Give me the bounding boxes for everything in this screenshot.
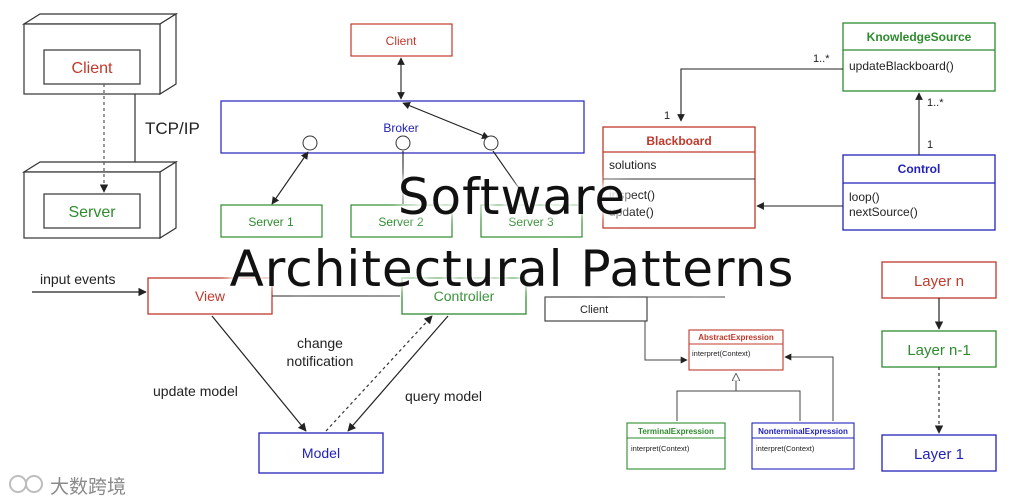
server2-label: Server 2 (378, 215, 424, 229)
view-box (147, 277, 273, 315)
knowledge-source-method: updateBlackboard() (849, 59, 954, 73)
port-2-icon (395, 135, 411, 151)
server3-box (480, 204, 583, 238)
model-label: Model (302, 445, 340, 461)
controller-box (401, 277, 527, 315)
query-model-arrow (347, 315, 449, 432)
blackboard-name: Blackboard (646, 134, 711, 148)
query-model-label: query model (405, 388, 482, 404)
port-3-icon (483, 135, 499, 151)
broker-internal-route-arrow (402, 102, 490, 139)
title-architectural-patterns: Architectural Patterns (229, 240, 795, 298)
model-box (258, 432, 384, 474)
layer-n1-label: Layer n-1 (907, 342, 970, 359)
control-top-multiplicity: 1..* (927, 97, 944, 109)
blackboard-pattern: KnowledgeSource updateBlackboard() 1..* … (602, 22, 996, 231)
nonterminal-expression-class: NonterminalExpression interpret(Context) (751, 422, 855, 470)
abstract-expression-class: AbstractExpression interpret(Context) (688, 329, 784, 371)
server3-port-link (492, 150, 531, 205)
abstract-expression-method: interpret(Context) (692, 349, 751, 358)
client-to-abstract-arrow (644, 321, 688, 364)
control-name: Control (898, 162, 941, 176)
change-notification-arrow (325, 315, 433, 432)
knowledge-source-class: KnowledgeSource updateBlackboard() (842, 22, 996, 92)
blackboard-method-1: inspect() (609, 188, 655, 202)
nonterminal-aggregation-arrow (784, 353, 834, 421)
port-1-icon (302, 135, 318, 151)
blackboard-attr: solutions (609, 158, 656, 172)
broker-client-box (350, 23, 453, 57)
title-software: Software (397, 168, 627, 226)
broker-client-label: Client (386, 34, 417, 48)
client-label: Client (72, 60, 113, 77)
terminal-expression-method: interpret(Context) (631, 444, 690, 453)
nonterminal-expression-method: interpret(Context) (756, 444, 815, 453)
ks-to-blackboard-arrow (677, 68, 843, 122)
interpreter-pattern: Client AbstractExpression interpret(Cont… (544, 296, 855, 470)
knowledge-source-name: KnowledgeSource (867, 30, 972, 44)
server1-port-arrow (271, 151, 309, 205)
layers-pattern: Layer n Layer n-1 Layer 1 (881, 261, 997, 472)
input-events-label: input events (40, 271, 116, 287)
bb-multiplicity: 1 (664, 110, 670, 122)
controller-label: Controller (434, 288, 495, 304)
layer-1-box (881, 434, 997, 472)
server3-label: Server 3 (508, 215, 554, 229)
interp-client-label: Client (580, 304, 608, 316)
view-label: View (195, 288, 226, 304)
layer-n-label: Layer n (914, 273, 964, 290)
terminal-expression-class: TerminalExpression interpret(Context) (626, 422, 726, 470)
change-label: change (297, 335, 343, 351)
abstract-expression-name: AbstractExpression (698, 333, 774, 342)
mvc-pattern: input events View Controller Model chang… (32, 271, 527, 474)
server-label: Server (68, 204, 116, 221)
watermark-text: 大数跨境 (50, 476, 127, 498)
tcp-ip-label: TCP/IP (145, 119, 200, 138)
control-method-2: nextSource() (849, 205, 918, 219)
server1-box (220, 204, 323, 238)
interp-client-box (544, 296, 648, 322)
control-method-1: loop() (849, 190, 880, 204)
server1-label: Server 1 (248, 215, 294, 229)
client-node: Client (21, 12, 179, 96)
layer-1-label: Layer 1 (914, 446, 964, 463)
terminal-expression-name: TerminalExpression (638, 427, 714, 436)
update-model-arrow (211, 315, 307, 432)
generalization-branches (676, 390, 801, 421)
blackboard-class: Blackboard solutions inspect() update() (602, 126, 756, 229)
layer-n1-box (881, 330, 997, 368)
client-server-pattern: Client Server TCP/IP (21, 12, 200, 240)
blackboard-method-2: update() (609, 205, 654, 219)
broker-label: Broker (383, 121, 418, 135)
nonterminal-expression-name: NonterminalExpression (758, 427, 848, 436)
watermark-logo-icon (9, 475, 43, 493)
server2-box (350, 204, 453, 238)
control-class: Control loop() nextSource() (842, 154, 996, 231)
server-node: Server (21, 160, 179, 240)
notification-label: notification (287, 353, 354, 369)
control-multiplicity: 1 (927, 139, 933, 151)
broker-pattern: Client Broker Server 1 Server 2 Server 3 (220, 23, 585, 238)
ks-multiplicity: 1..* (813, 53, 830, 65)
update-model-label: update model (153, 383, 238, 399)
